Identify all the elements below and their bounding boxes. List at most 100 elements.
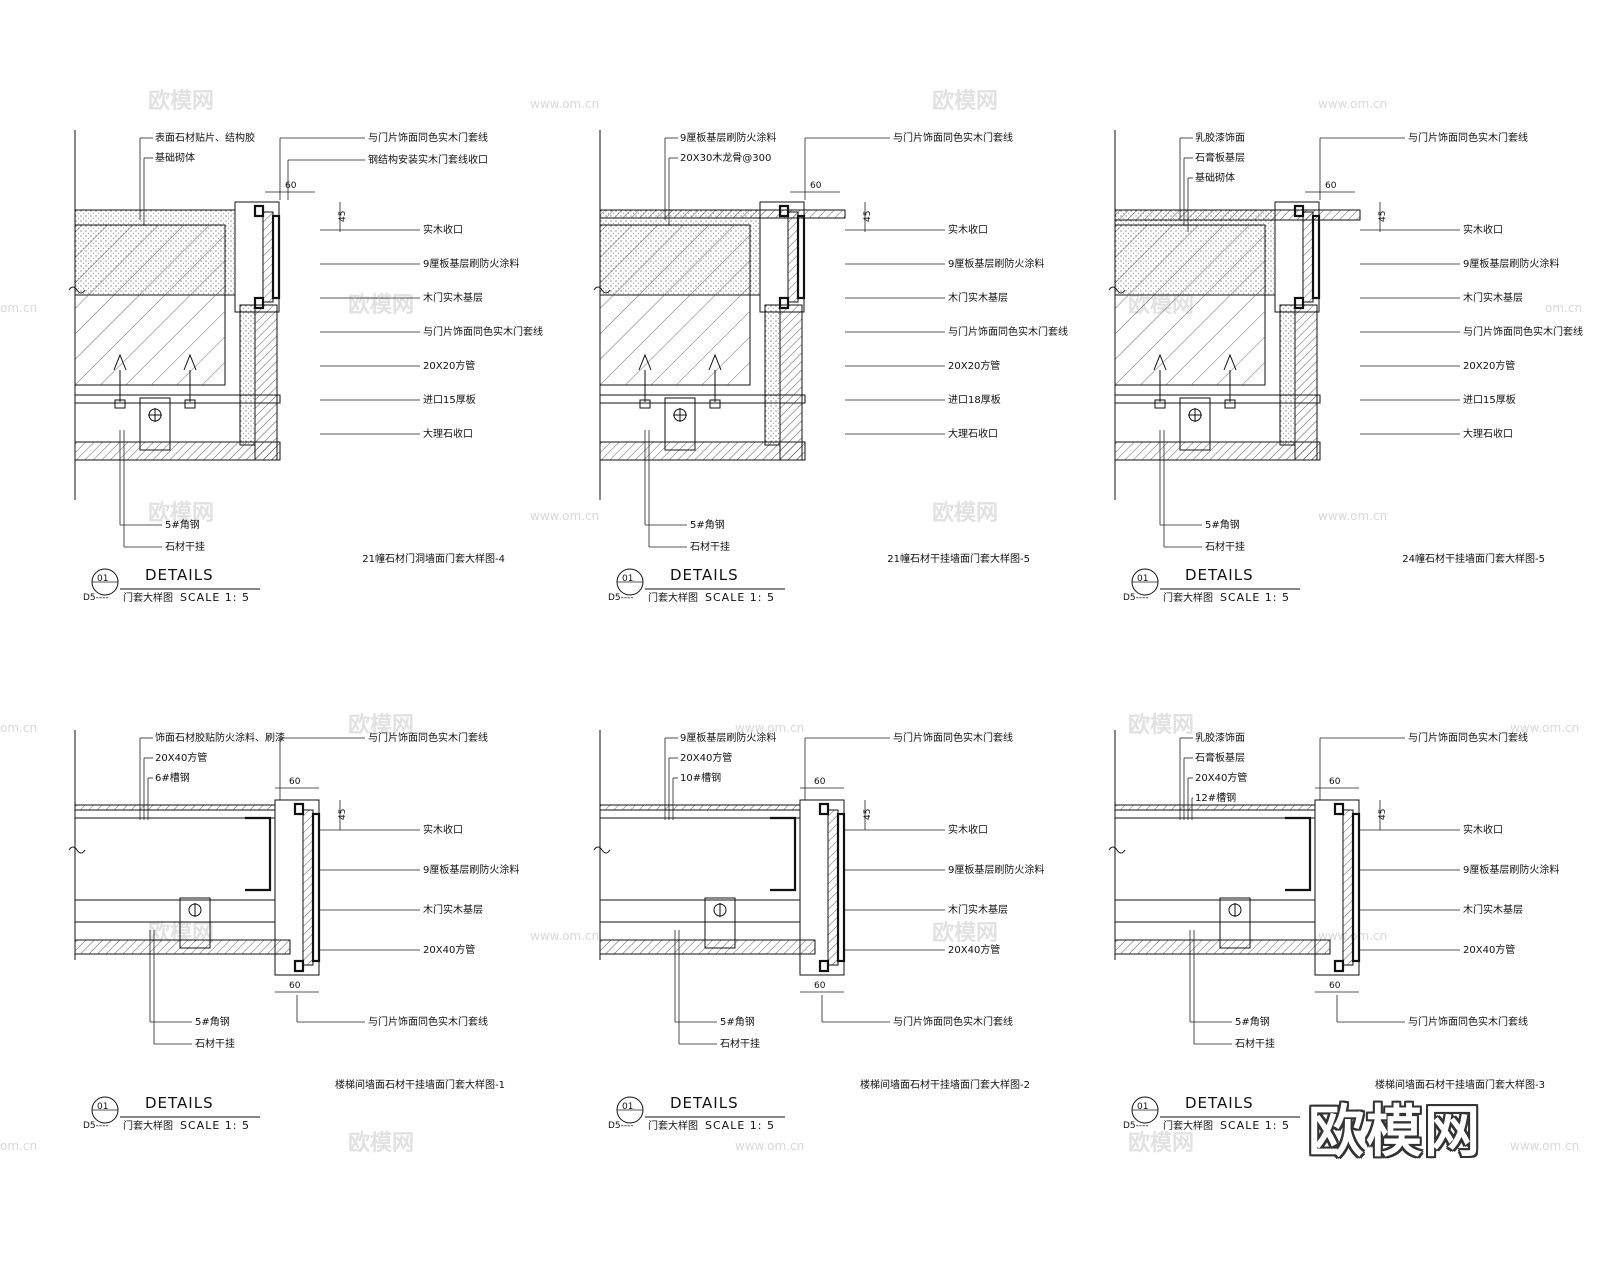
details-heading: DETAILS bbox=[670, 1094, 739, 1112]
scale-label: SCALE 1: 5 bbox=[1220, 591, 1290, 604]
sheet-code: D5---- bbox=[1123, 1121, 1149, 1131]
scale-label: SCALE 1: 5 bbox=[705, 591, 775, 604]
tube-section bbox=[1293, 296, 1305, 310]
watermark-site: www.om.cn bbox=[735, 1139, 804, 1153]
masonry-hatch bbox=[1115, 225, 1265, 385]
dim-width: 60 bbox=[289, 777, 301, 787]
detail-1: 6045表面石材贴片、结构胶基础砌体与门片饰面同色实木门套线钢结构安装实木门套线… bbox=[68, 130, 543, 604]
tube-section bbox=[778, 296, 790, 310]
scale-label: SCALE 1: 5 bbox=[180, 1119, 250, 1132]
bolt-nut bbox=[1224, 399, 1236, 409]
expansion-bolt bbox=[1153, 353, 1167, 402]
dim-width: 60 bbox=[1325, 181, 1337, 191]
watermark-site: www.om.cn bbox=[530, 509, 599, 523]
detail-sub-label: 门套大样图 bbox=[123, 591, 173, 604]
anchor-plate bbox=[664, 397, 696, 451]
callout-label: 实木收口 bbox=[423, 223, 463, 236]
callout-label: 20X40方管 bbox=[680, 751, 732, 764]
callout-label: 与门片饰面同色实木门套线 bbox=[1408, 731, 1528, 744]
watermark-site: www.om.cn bbox=[530, 97, 599, 111]
tube-section bbox=[293, 802, 305, 816]
detail-sub-label: 门套大样图 bbox=[1163, 1119, 1213, 1132]
callout-label: 大理石收口 bbox=[423, 427, 473, 440]
callout-label: 与门片饰面同色实木门套线 bbox=[368, 131, 488, 144]
detail-title: 21幢石材门洞墙面门套大样图-4 bbox=[362, 552, 505, 565]
watermark-name: 欧模网 bbox=[348, 1130, 414, 1156]
callout-label: 木门实木基层 bbox=[1463, 903, 1523, 916]
sheet-code: D5---- bbox=[1123, 593, 1149, 603]
break-mark bbox=[68, 286, 86, 294]
tube-section bbox=[253, 296, 265, 310]
callout-label: 石材干挂 bbox=[165, 540, 205, 553]
dim-width: 60 bbox=[285, 181, 297, 191]
callout-label: 20X40方管 bbox=[1463, 943, 1515, 956]
detail-sub-label: 门套大样图 bbox=[648, 591, 698, 604]
scale-label: SCALE 1: 5 bbox=[1220, 1119, 1290, 1132]
stone-cladding bbox=[1114, 939, 1331, 955]
callout-label: 实木收口 bbox=[948, 223, 988, 236]
detail-title: 楼梯间墙面石材干挂墙面门套大样图-1 bbox=[335, 1078, 505, 1091]
detail-5: 6045609厘板基层刷防火涂料20X40方管10#槽钢与门片饰面同色实木门套线… bbox=[593, 730, 1044, 1132]
watermark-site-short: om.cn bbox=[1545, 301, 1582, 315]
scale-label: SCALE 1: 5 bbox=[705, 1119, 775, 1132]
details-heading: DETAILS bbox=[1185, 566, 1254, 584]
callout-label: 大理石收口 bbox=[948, 427, 998, 440]
trim-strip bbox=[1351, 812, 1361, 963]
callout-label: 与门片饰面同色实木门套线 bbox=[1463, 325, 1583, 338]
scale-label: SCALE 1: 5 bbox=[180, 591, 250, 604]
tube-section bbox=[818, 802, 830, 816]
circle-number: 01 bbox=[622, 1102, 633, 1112]
side-substrate bbox=[764, 304, 781, 446]
detail-title: 21幢石材干挂墙面门套大样图-5 bbox=[887, 552, 1030, 565]
casing-board bbox=[1302, 211, 1314, 303]
callout-label: 20X40方管 bbox=[155, 751, 207, 764]
casing-board bbox=[787, 211, 799, 303]
dim-width: 60 bbox=[814, 777, 826, 787]
callout-label: 实木收口 bbox=[1463, 823, 1503, 836]
trim-strip bbox=[796, 214, 806, 300]
callout-label: 大理石收口 bbox=[1463, 427, 1513, 440]
callout-label: 木门实木基层 bbox=[948, 291, 1008, 304]
callout-label: 进口18厚板 bbox=[948, 393, 1001, 406]
face-panel bbox=[1114, 804, 1316, 811]
watermark-site-short: om.cn bbox=[0, 1139, 37, 1153]
section-drawing: 60 45 bbox=[68, 130, 348, 500]
callout-label: 9厘板基层刷防火涂料 bbox=[1463, 257, 1559, 270]
channel-steel bbox=[1285, 816, 1312, 892]
callout-label: 与门片饰面同色实木门套线 bbox=[423, 325, 543, 338]
watermark-site: www.om.cn bbox=[1318, 509, 1387, 523]
callout-label: 5#角钢 bbox=[165, 518, 200, 531]
masonry-hatch bbox=[600, 225, 750, 385]
dim-width: 60 bbox=[1329, 777, 1341, 787]
break-mark bbox=[593, 286, 611, 294]
callout-label: 与门片饰面同色实木门套线 bbox=[1408, 1015, 1528, 1028]
callout-label: 表面石材贴片、结构胶 bbox=[155, 131, 255, 144]
watermark-site: www.om.cn bbox=[1318, 97, 1387, 111]
bolt-nut bbox=[639, 399, 651, 409]
detail-title: 24幢石材干挂墙面门套大样图-5 bbox=[1402, 552, 1545, 565]
callout-label: 木门实木基层 bbox=[423, 291, 483, 304]
details-heading: DETAILS bbox=[145, 566, 214, 584]
callout-label: 与门片饰面同色实木门套线 bbox=[948, 325, 1068, 338]
watermark-name: 欧模网 bbox=[932, 920, 998, 946]
callout-label: 9厘板基层刷防火涂料 bbox=[1463, 863, 1559, 876]
tube-section bbox=[1293, 204, 1305, 218]
anchor-plate bbox=[704, 897, 736, 949]
callout-label: 饰面石材胶贴防火涂料、刷漆 bbox=[155, 731, 285, 744]
callout-label: 石膏板基层 bbox=[1195, 151, 1245, 164]
side-cladding bbox=[1294, 304, 1318, 461]
tube-section bbox=[778, 204, 790, 218]
detail-sub-label: 门套大样图 bbox=[648, 1119, 698, 1132]
dim-height: 45 bbox=[338, 809, 348, 820]
watermark-name: 欧模网 bbox=[148, 500, 214, 526]
callout-label: 基础砌体 bbox=[1195, 171, 1235, 184]
callout-label: 基础砌体 bbox=[155, 151, 195, 164]
callout-label: 乳胶漆饰面 bbox=[1195, 731, 1245, 744]
casing-board bbox=[262, 211, 274, 303]
channel-steel bbox=[770, 816, 797, 892]
watermark-name: 欧模网 bbox=[932, 500, 998, 526]
dim-height: 45 bbox=[338, 211, 348, 222]
watermark-name: 欧模网 bbox=[932, 88, 998, 114]
callout-label: 20X30木龙骨@300 bbox=[680, 151, 771, 164]
